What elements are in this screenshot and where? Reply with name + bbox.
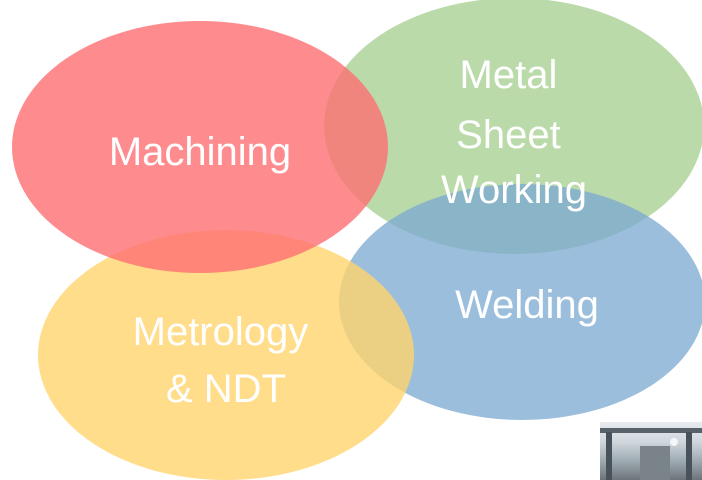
- photo-machine: [640, 446, 670, 480]
- factory-photo: [600, 422, 702, 480]
- circle-welding: [339, 184, 702, 420]
- circle-machining: [12, 21, 388, 273]
- circle-metal-sheet-working: [324, 0, 702, 254]
- label-metrology-ndt: Metrology & NDT: [133, 310, 320, 411]
- circle-metrology-ndt: [38, 230, 414, 480]
- label-machining: Machining: [109, 130, 291, 174]
- photo-post-left: [606, 432, 612, 480]
- label-welding: Welding: [455, 283, 599, 327]
- photo-post-right: [686, 432, 692, 480]
- photo-beam: [600, 428, 702, 433]
- photo-lamp: [670, 438, 678, 446]
- label-metal-sheet-working: Metal Sheet Working: [441, 53, 587, 212]
